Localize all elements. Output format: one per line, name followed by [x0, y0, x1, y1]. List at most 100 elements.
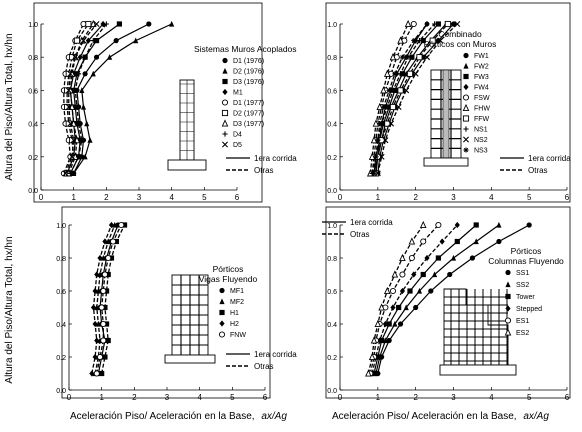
series-line [101, 224, 126, 374]
y-tick-label: 0.8 [56, 256, 66, 263]
data-point [102, 304, 108, 311]
legend-label: Stepped [516, 306, 542, 313]
data-point [424, 254, 430, 262]
data-point [454, 238, 460, 245]
x-tick-label: 2 [413, 393, 418, 402]
data-point [100, 20, 106, 28]
data-point [95, 287, 101, 294]
legend-marker [222, 131, 228, 137]
series-line [69, 23, 120, 174]
x-tick-label: 4 [169, 193, 174, 202]
series-line [64, 23, 98, 174]
building-foundation [164, 354, 216, 364]
y-tick-label: 0.0 [327, 188, 337, 195]
legend-label: D2 (1977) [233, 111, 264, 118]
data-point [397, 321, 404, 327]
legend-label: FW3 [474, 74, 489, 81]
data-point [90, 70, 96, 77]
legend-marker [505, 293, 511, 300]
x-tick-label: 3 [451, 193, 456, 202]
series-line [369, 23, 409, 174]
y-tick-label: 0.2 [56, 355, 66, 362]
legend-label: D3 (1977) [233, 121, 264, 128]
legend-label: D1 (1977) [233, 100, 264, 107]
legend-label: NS3 [474, 148, 488, 155]
x-tick-label: 2 [413, 193, 418, 202]
legend-marker [222, 141, 228, 148]
data-point [65, 120, 72, 127]
panel-frame [61, 206, 271, 399]
data-point [386, 87, 392, 93]
data-point [62, 170, 69, 177]
data-point [103, 21, 109, 27]
legend-label: M1 [233, 90, 243, 97]
x-tick-label: 6 [565, 393, 570, 402]
x-tick-label: 3 [165, 393, 170, 402]
series-line [68, 23, 94, 174]
series-line [63, 23, 85, 174]
data-point [92, 353, 98, 361]
data-point [92, 320, 98, 328]
data-point [169, 20, 175, 27]
data-point [392, 71, 398, 77]
y-tick-label: 0.6 [327, 289, 337, 296]
data-point [105, 271, 111, 278]
data-point [98, 304, 105, 311]
data-point [395, 104, 402, 110]
x-tick-label: 6 [263, 393, 268, 402]
legend-marker [463, 52, 469, 59]
data-point [420, 271, 426, 278]
data-point [84, 120, 90, 127]
data-point [90, 304, 97, 311]
legend-label: FHW [474, 106, 490, 113]
legend-marker [222, 57, 228, 64]
legend-dashed-label: Otras [254, 166, 274, 175]
data-point [94, 337, 100, 344]
y-tick-label: 0.4 [327, 122, 337, 129]
data-point [405, 54, 411, 60]
series-line [371, 224, 458, 374]
series-line [375, 23, 449, 174]
data-point [473, 238, 479, 245]
data-point [447, 271, 453, 278]
legend-marker [504, 317, 512, 324]
data-point [384, 120, 391, 127]
data-point [420, 38, 426, 44]
data-point [404, 19, 412, 28]
data-point [68, 102, 76, 111]
data-point [73, 136, 81, 144]
legend-label: D4 [233, 132, 242, 139]
y-tick-label: 1.0 [28, 22, 38, 29]
y-tick-label: 0.4 [327, 322, 337, 329]
series-line [66, 23, 104, 174]
data-point [133, 37, 139, 44]
building-foundation [167, 159, 207, 171]
data-point [118, 221, 125, 229]
data-point [420, 238, 427, 245]
data-point [424, 21, 430, 27]
panel-frame [325, 206, 571, 399]
legend-label: FSW [474, 95, 490, 102]
data-point [431, 271, 438, 278]
data-point [377, 337, 383, 344]
y-tick-label: 0.0 [327, 388, 337, 395]
x-tick-label: 1 [376, 193, 381, 202]
data-point [112, 221, 118, 228]
legend-dashed-label: Otras [528, 166, 548, 175]
data-point [374, 170, 381, 177]
series-line [94, 224, 116, 374]
data-point [108, 255, 115, 261]
x-axis-label-right: Aceleración Piso/ Aceleración en la Base… [332, 411, 549, 422]
x-tick-label: 2 [104, 193, 109, 202]
data-point [408, 254, 415, 262]
data-point [113, 38, 119, 44]
data-point [146, 21, 152, 27]
x-tick-label: 6 [565, 193, 570, 202]
legend-marker [462, 94, 470, 101]
data-point [407, 288, 413, 294]
data-point [383, 69, 391, 77]
data-point [79, 137, 85, 143]
data-point [368, 352, 376, 361]
